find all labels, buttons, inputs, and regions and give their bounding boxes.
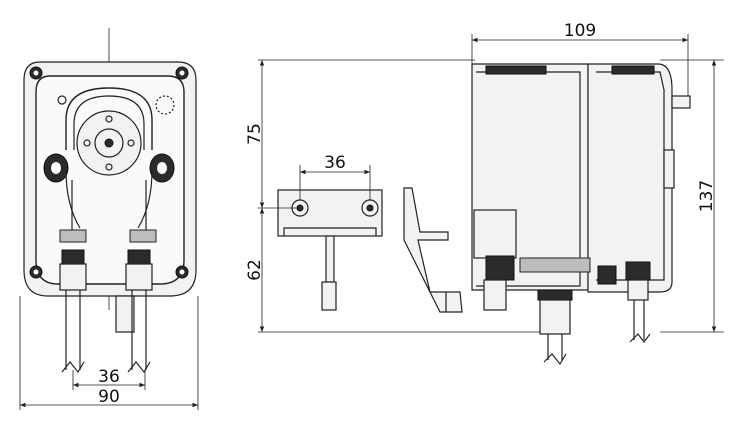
side-front-cover [587, 63, 673, 293]
side-outlet-fitting [627, 279, 649, 301]
cable-gland-side [539, 299, 571, 335]
upper-height-label: 75 [245, 123, 265, 145]
side-view: 109 137 [471, 21, 724, 366]
mounting-bracket-front: 36 [277, 153, 383, 311]
pump-head-inner [73, 95, 145, 150]
bracket-spacing-label: 36 [324, 153, 346, 173]
mounting-bracket-side [403, 187, 463, 313]
lower-height-label: 62 [245, 259, 265, 281]
side-depth-label: 109 [564, 21, 596, 41]
side-knob [663, 149, 675, 189]
tube-clip-left [59, 229, 87, 243]
rotor-shaft [104, 138, 114, 148]
motor-shaft [671, 95, 691, 109]
side-inlet-fitting [483, 279, 507, 311]
bracket-stem [321, 281, 337, 311]
fitting-right [127, 249, 151, 265]
front-tubes [61, 290, 151, 374]
rotor-hub [94, 128, 124, 158]
side-lower-latch [597, 265, 617, 285]
bracket-hole-right [366, 204, 374, 212]
indicator-hole [57, 95, 67, 105]
front-width-label: 90 [98, 387, 120, 407]
front-view: 36 90 [19, 28, 199, 410]
front-spacing-label: 36 [98, 367, 120, 387]
tube-clip-right [129, 229, 157, 243]
cable-gland-front [115, 295, 135, 333]
height-dims: 75 62 [245, 59, 540, 333]
rotation-arrow-icon [155, 95, 175, 115]
corner-screws [29, 66, 189, 279]
fitting-left [61, 249, 85, 265]
side-height-label: 137 [697, 180, 717, 212]
